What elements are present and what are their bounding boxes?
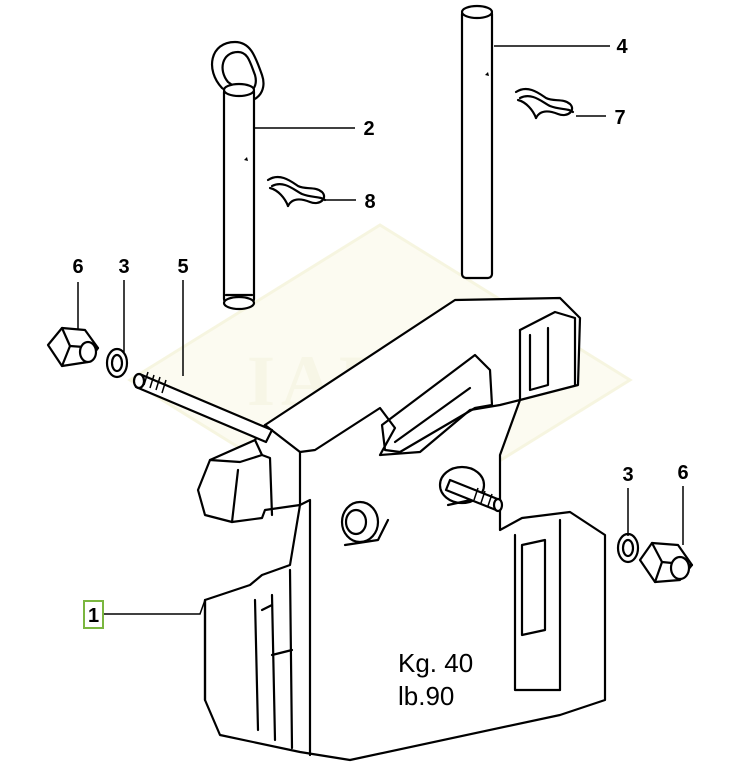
callout-5[interactable]: 5 (177, 256, 188, 278)
weight-kg-label: Kg. 40 (398, 648, 473, 678)
leader-lines (77, 45, 684, 615)
callout-3-right[interactable]: 3 (622, 464, 633, 486)
plain-pin (460, 4, 494, 280)
r-clip-7 (514, 87, 575, 120)
callout-6-left[interactable]: 6 (72, 256, 83, 278)
callout-6-right[interactable]: 6 (677, 462, 688, 484)
callout-3-left[interactable]: 3 (118, 256, 129, 278)
weight-lb-label: lb.90 (398, 681, 454, 711)
washer-left (105, 347, 129, 379)
pin-with-ring (211, 40, 265, 311)
callout-1-highlight (83, 600, 104, 629)
washer-right (616, 532, 640, 564)
callout-1[interactable]: 1 (88, 605, 99, 627)
hex-nut-right (638, 541, 694, 584)
hex-nut-left (46, 326, 100, 368)
ballast-weight (196, 296, 607, 762)
callout-2[interactable]: 2 (363, 118, 374, 140)
long-bolt (132, 371, 274, 444)
short-bolt (444, 478, 504, 513)
callout-7[interactable]: 7 (614, 107, 625, 129)
callout-4[interactable]: 4 (616, 36, 628, 58)
callout-8[interactable]: 8 (364, 191, 375, 213)
r-clip-8 (266, 175, 327, 208)
